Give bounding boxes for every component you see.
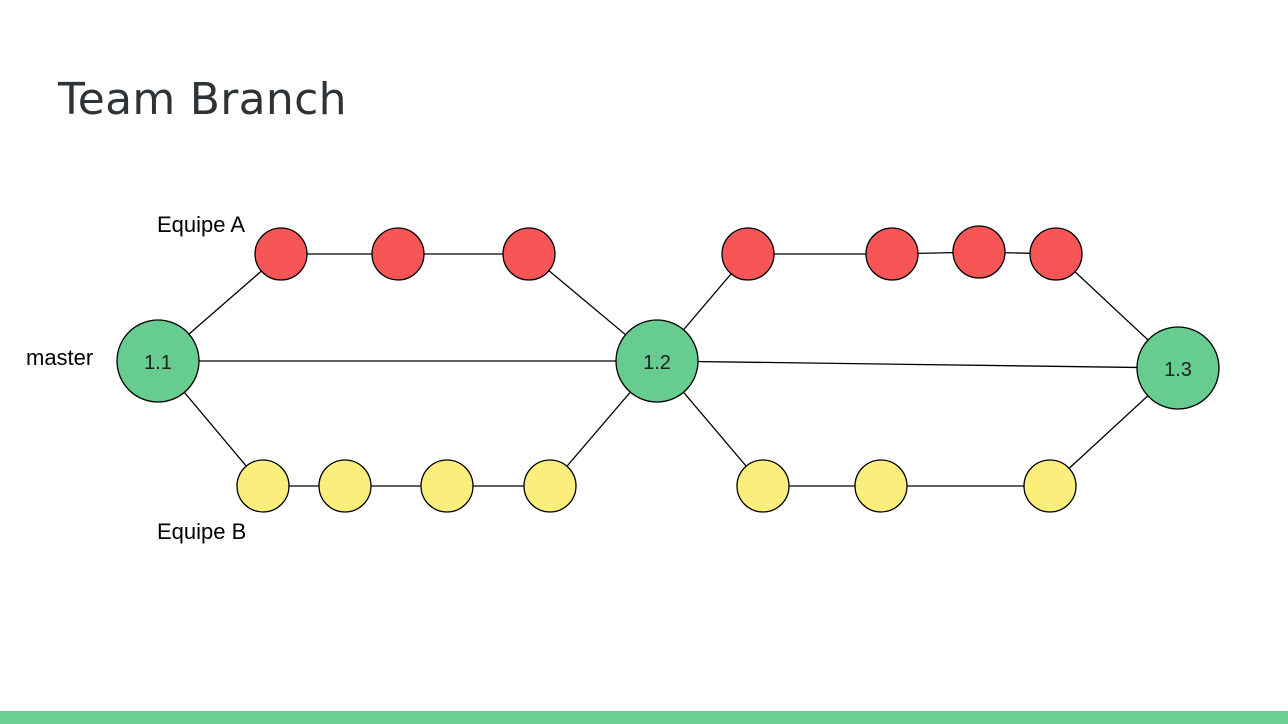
master-node-1-2 (615, 319, 699, 403)
team-a-commit (1029, 227, 1083, 281)
team-b-commit (420, 459, 474, 513)
team-a-commits (254, 225, 1083, 281)
team-a-commit (952, 225, 1006, 279)
edge-master-2-3 (656, 360, 1179, 369)
master-node-1-3 (1136, 326, 1220, 410)
version-label-1-3: 1.3 (1164, 359, 1192, 381)
master-nodes (116, 319, 1220, 410)
team-a-commit (254, 227, 308, 281)
accent-bar (0, 711, 1288, 724)
branch-label-team-b: Equipe B (157, 519, 246, 544)
team-a-commit (502, 227, 556, 281)
team-b-commit (318, 459, 372, 513)
team-b-commit (854, 459, 908, 513)
master-node-1-1 (116, 319, 200, 403)
team-a-commit (721, 227, 775, 281)
team-b-commit (736, 459, 790, 513)
team-a-commit (865, 227, 919, 281)
team-b-commits (236, 459, 1077, 513)
branch-label-team-a: Equipe A (157, 212, 245, 237)
team-b-commit (1023, 459, 1077, 513)
version-label-1-2: 1.2 (643, 352, 671, 374)
team-a-commit (371, 227, 425, 281)
branch-label-master: master (26, 345, 93, 370)
team-b-commit (236, 459, 290, 513)
team-b-commit (523, 459, 577, 513)
slide-title: Team Branch (58, 74, 347, 125)
version-label-1-1: 1.1 (144, 352, 172, 374)
